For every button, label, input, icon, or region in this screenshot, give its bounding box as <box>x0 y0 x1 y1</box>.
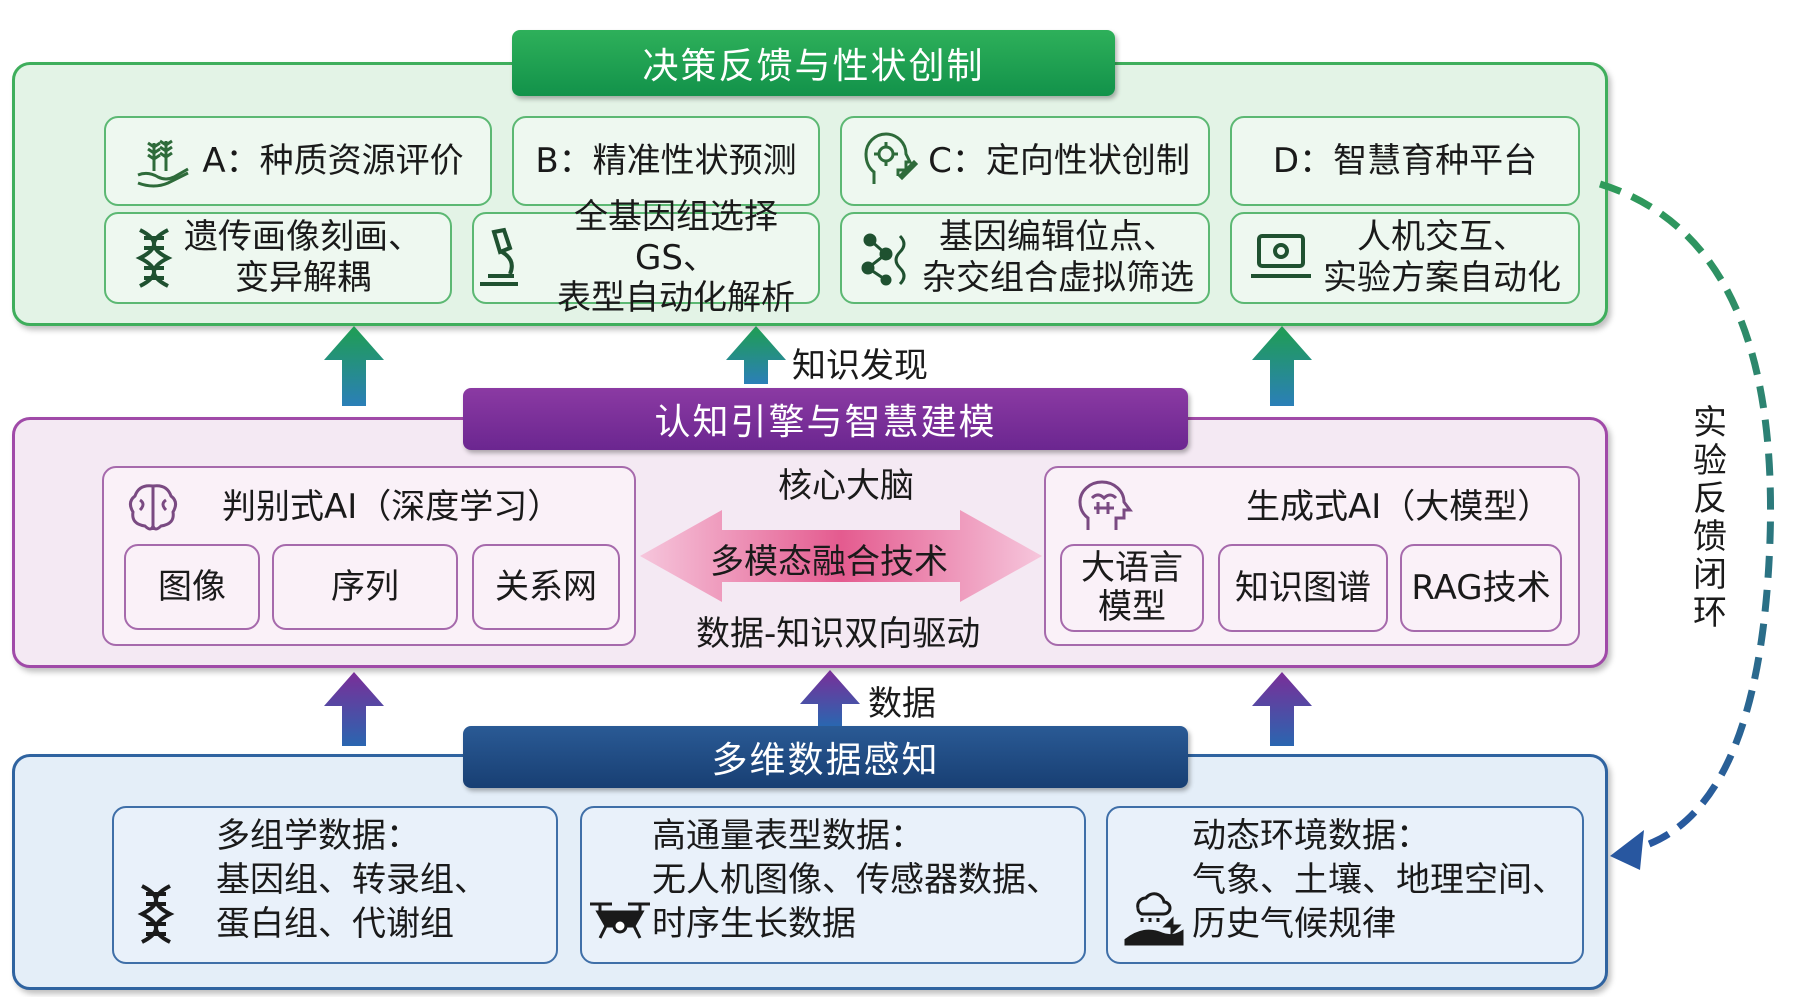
brain-icon <box>126 480 180 534</box>
perception-banner: 多维数据感知 <box>463 726 1188 788</box>
trait-creation-label: C：定向性状创制 <box>928 140 1190 181</box>
environment-line1: 气象、土壤、地理空间、 <box>1192 860 1566 901</box>
up-arrow-right-top <box>1252 326 1312 406</box>
weather-landscape-icon <box>1124 886 1184 946</box>
knowledge-graph-item: 知识图谱 <box>1218 544 1388 632</box>
llm-label: 大语言模型 <box>1081 547 1183 627</box>
head-gear-icon <box>860 132 919 190</box>
up-arrow-center-bottom <box>800 670 860 726</box>
trait-creation-box: C：定向性状创制 <box>840 116 1210 206</box>
image-item: 图像 <box>124 544 260 630</box>
germplasm-evaluation-box: A：种质资源评价 <box>104 116 492 206</box>
knowledge-discovery-label: 知识发现 <box>792 346 928 386</box>
genomic-selection-line2: 表型自动化解析 <box>557 278 795 319</box>
omics-data-card: 多组学数据： 基因组、转录组、 蛋白组、代谢组 <box>112 806 558 964</box>
sequence-item: 序列 <box>272 544 458 630</box>
trait-prediction-box: B：精准性状预测 <box>512 116 820 206</box>
brain-head-icon <box>1078 480 1136 534</box>
gene-editing-line1: 基因编辑位点、 <box>939 217 1177 258</box>
gene-editing-line2: 杂交组合虚拟筛选 <box>922 258 1194 298</box>
up-arrow-left-bottom <box>324 672 384 746</box>
automation-box: 人机交互、 实验方案自动化 <box>1230 212 1580 304</box>
up-arrow-right-bottom <box>1252 672 1312 746</box>
relation-network-label: 关系网 <box>495 566 597 607</box>
phenotype-line1: 无人机图像、传感器数据、 <box>652 860 1060 901</box>
phenotype-line2: 时序生长数据 <box>652 904 856 945</box>
genetic-portrait-line2: 变异解耦 <box>235 258 371 298</box>
omics-line1: 基因组、转录组、 <box>216 860 488 901</box>
genetic-portrait-line1: 遗传画像刻画、 <box>184 217 422 258</box>
discriminative-ai-title: 判别式AI（深度学习） <box>222 486 562 527</box>
breeding-platform-label: D：智慧育种平台 <box>1272 140 1538 181</box>
microscope-icon <box>474 226 524 290</box>
up-arrow-center-top <box>726 326 786 384</box>
core-brain-label: 核心大脑 <box>778 466 914 506</box>
relation-network-item: 关系网 <box>472 544 620 630</box>
feedback-loop-label: 实验反馈闭环 <box>1693 403 1727 634</box>
data-label: 数据 <box>868 684 936 724</box>
up-arrow-left-top <box>324 326 384 406</box>
cognition-banner: 认知引擎与智慧建模 <box>463 388 1188 450</box>
phenotype-data-card: 高通量表型数据： 无人机图像、传感器数据、 时序生长数据 <box>580 806 1086 964</box>
bidirectional-drive-label: 数据-知识双向驱动 <box>696 614 981 654</box>
genomic-selection-box: 全基因组选择GS、 表型自动化解析 <box>472 197 820 318</box>
rag-label: RAG技术 <box>1411 567 1551 608</box>
wheat-hand-icon <box>132 131 192 191</box>
sequence-label: 序列 <box>331 566 399 607</box>
omics-title: 多组学数据： <box>216 816 420 856</box>
germplasm-evaluation-label: A：种质资源评价 <box>202 140 464 181</box>
fusion-double-arrow <box>640 510 1042 602</box>
automation-line2: 实验方案自动化 <box>1323 258 1561 298</box>
genetic-portrait-box: 遗传画像刻画、 变异解耦 <box>104 212 452 304</box>
breeding-platform-box: D：智慧育种平台 <box>1230 116 1580 206</box>
decision-banner: 决策反馈与性状创制 <box>512 30 1115 96</box>
fusion-label: 多模态融合技术 <box>710 542 948 582</box>
environment-line2: 历史气候规律 <box>1192 904 1396 945</box>
laptop-icon <box>1249 232 1313 284</box>
environment-data-card: 动态环境数据： 气象、土壤、地理空间、 历史气候规律 <box>1106 806 1584 964</box>
llm-item: 大语言模型 <box>1060 544 1204 632</box>
environment-title: 动态环境数据： <box>1192 816 1430 856</box>
knowledge-graph-label: 知识图谱 <box>1235 567 1371 608</box>
dna-icon <box>134 226 174 290</box>
trait-prediction-label: B：精准性状预测 <box>535 140 797 181</box>
gene-editing-box: 基因编辑位点、 杂交组合虚拟筛选 <box>840 212 1210 304</box>
drone-icon <box>588 894 652 944</box>
phenotype-title: 高通量表型数据： <box>652 816 924 856</box>
omics-line2: 蛋白组、代谢组 <box>216 904 454 945</box>
molecule-icon <box>856 226 912 290</box>
image-label: 图像 <box>158 566 226 607</box>
genomic-selection-line1: 全基因组选择GS、 <box>574 196 778 278</box>
rag-item: RAG技术 <box>1400 544 1562 632</box>
automation-line1: 人机交互、 <box>1357 217 1527 258</box>
feedback-loop-arrow <box>1598 180 1775 870</box>
dna-icon <box>136 882 176 946</box>
generative-ai-title: 生成式AI（大模型） <box>1246 486 1552 527</box>
